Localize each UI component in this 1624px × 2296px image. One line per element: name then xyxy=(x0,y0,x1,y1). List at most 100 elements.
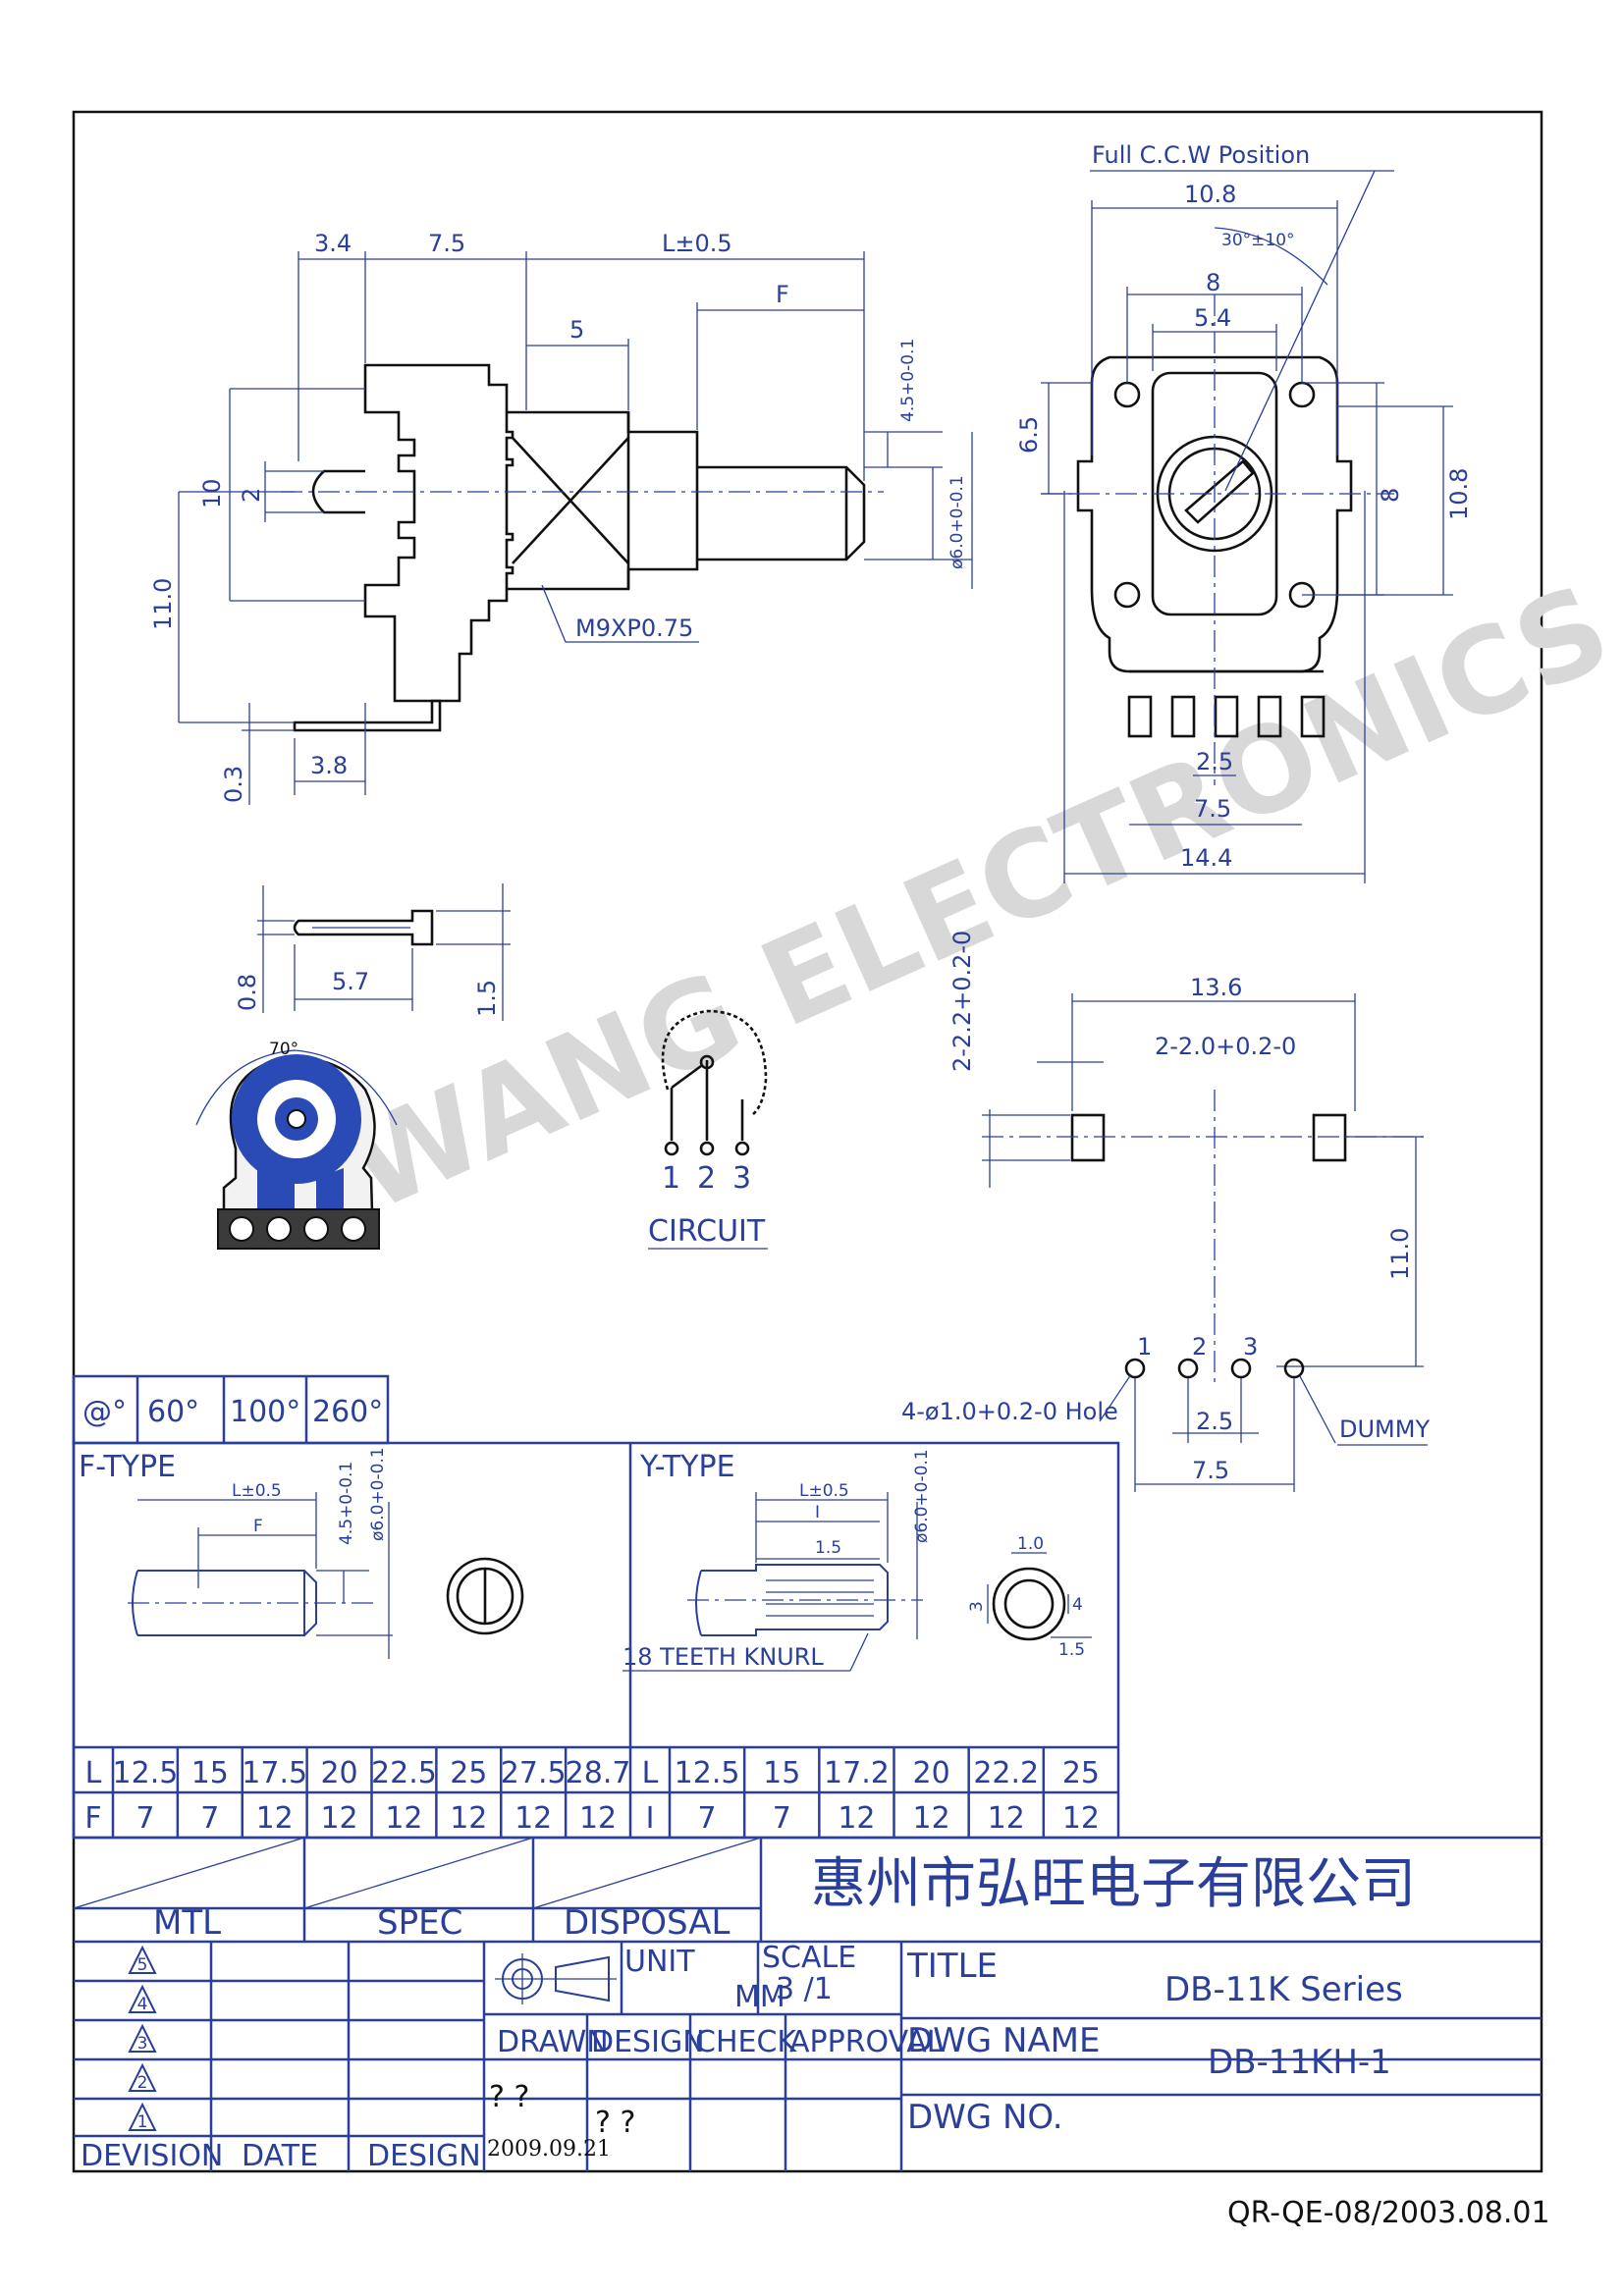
dim-2: 2 xyxy=(238,488,265,503)
f_type-row-cell: 12 xyxy=(514,1801,552,1836)
y_type-header-cell: 20 xyxy=(912,1756,949,1790)
date-label: DATE xyxy=(242,2139,318,2173)
dim-5-7: 5.7 xyxy=(332,968,369,995)
y_type-row-cell: 7 xyxy=(698,1801,717,1836)
y_type-header-cell: L xyxy=(642,1756,659,1790)
f_type-header-cell: 12.5 xyxy=(113,1756,179,1790)
company-name: 惠州市弘旺电子有限公司 xyxy=(811,1852,1416,1916)
dim-14-4: 14.4 xyxy=(1180,844,1232,872)
f_type-row-cell: 12 xyxy=(385,1801,422,1836)
y_type-row-cell: 12 xyxy=(838,1801,875,1836)
dim-angle: 30°±10° xyxy=(1221,231,1295,250)
f_type-header-cell: 28.7 xyxy=(566,1756,631,1790)
y_type-header-cell: 25 xyxy=(1062,1756,1100,1790)
f_type-header-cell: 20 xyxy=(320,1756,357,1790)
angle-table: @° 60° 100° 260° xyxy=(72,1374,390,1445)
dim-3-8: 3.8 xyxy=(310,752,348,779)
revision-number: 3 xyxy=(137,2034,148,2054)
revision-triangle xyxy=(128,2102,157,2131)
dim-2-2-0: 2-2.0+0.2-0 xyxy=(1155,1033,1296,1060)
dim-13-6: 13.6 xyxy=(1190,974,1242,1001)
resistor-element: 70° xyxy=(195,1040,398,1250)
f_type-row-cell: 12 xyxy=(320,1801,357,1836)
spec-label: SPEC xyxy=(377,1903,462,1943)
f-dim-l: L±0.5 xyxy=(232,1481,282,1501)
dim-7-5: 7.5 xyxy=(428,230,465,257)
dim-2-2-2: 2-2.2+0.2-0 xyxy=(948,931,976,1072)
circuit-pin-3: 3 xyxy=(732,1161,751,1196)
circuit-symbol: 1 2 3 CIRCUIT xyxy=(648,1009,768,1250)
f_type-header-cell: L xyxy=(85,1756,102,1790)
y_type-header-cell: 12.5 xyxy=(675,1756,740,1790)
f_type-row-cell: 7 xyxy=(200,1801,219,1836)
check-label: CHECK xyxy=(695,2025,797,2059)
f_type-header-cell: 15 xyxy=(191,1756,229,1790)
y-dim-1-5: 1.5 xyxy=(815,1538,841,1558)
y-dim-i: I xyxy=(815,1503,820,1522)
revision-number: 4 xyxy=(137,1995,148,2014)
hole-label: 4-ø1.0+0.2-0 Hole xyxy=(901,1398,1118,1425)
drawn-name: ? ? xyxy=(489,2080,529,2114)
footprint-pin-3: 3 xyxy=(1243,1333,1258,1361)
disposal-label: DISPOSAL xyxy=(564,1903,731,1943)
dim-0-3: 0.3 xyxy=(220,766,247,803)
revision-triangle xyxy=(128,2023,157,2053)
dwg-name-value: DB-11KH-1 xyxy=(1208,2043,1391,2082)
y-dim-l: L±0.5 xyxy=(799,1481,849,1501)
revision-number: 1 xyxy=(137,2112,148,2132)
y_type-header-cell: 15 xyxy=(763,1756,800,1790)
f_type-row-cell: 7 xyxy=(135,1801,154,1836)
y-type-label: Y-TYPE xyxy=(639,1450,735,1484)
element-angle: 70° xyxy=(269,1040,298,1059)
thread-label: M9XP0.75 xyxy=(575,614,693,642)
dim-4-5: 4.5+0-0.1 xyxy=(898,339,918,422)
y_type-row-cell: 12 xyxy=(1062,1801,1100,1836)
revision-triangle xyxy=(128,2062,157,2092)
circuit-pin-2: 2 xyxy=(697,1161,716,1196)
dim-5: 5 xyxy=(569,316,584,344)
unit-label: UNIT xyxy=(624,1945,695,1979)
dim-7-5-footprint: 7.5 xyxy=(1192,1457,1229,1484)
dim-6-5: 6.5 xyxy=(1015,416,1043,454)
dim-11-0: 11.0 xyxy=(149,578,177,630)
front-view: Full C.C.W Position 10.8 30°±10° 8 5.4 6… xyxy=(1015,141,1473,883)
y_type-row-cell: 7 xyxy=(773,1801,791,1836)
footprint-pin-2: 2 xyxy=(1192,1333,1207,1361)
angle-260: 260° xyxy=(312,1395,383,1429)
dim-10: 10 xyxy=(198,478,226,508)
y-dim-4: 4 xyxy=(1072,1595,1083,1615)
dwg-name-label: DWG NAME xyxy=(907,2021,1100,2060)
circuit-label: CIRCUIT xyxy=(648,1214,766,1249)
devision-label: DEVISION xyxy=(81,2139,223,2173)
approval-label: APPROVAL xyxy=(789,2025,944,2059)
y_type-row-cell: 12 xyxy=(912,1801,949,1836)
f_type-row-cell: 12 xyxy=(256,1801,294,1836)
revision-number: 2 xyxy=(137,2073,148,2093)
dim-8-top: 8 xyxy=(1206,269,1220,296)
y-dim-3: 3 xyxy=(967,1601,987,1612)
circuit-pin-1: 1 xyxy=(662,1161,680,1196)
terminal-detail: 0.8 5.7 1.5 xyxy=(234,883,511,1021)
f_type-header-cell: 25 xyxy=(450,1756,487,1790)
dim-11-0-footprint: 11.0 xyxy=(1386,1228,1414,1280)
side-view: 3.4 7.5 L±0.5 F 5 4.5+0-0.1 10 2 11.0 ø6… xyxy=(149,230,973,805)
drawn-date: 2009.09.21 xyxy=(487,2137,611,2162)
y-dim-phi: ø6.0+0-0.1 xyxy=(912,1449,932,1543)
y-dim-1-0: 1.0 xyxy=(1017,1534,1044,1554)
revision-triangle xyxy=(128,1984,157,2013)
revision-number: 5 xyxy=(137,1955,148,1975)
dim-8-right: 8 xyxy=(1377,488,1404,503)
title-block: 惠州市弘旺电子有限公司 MTL SPEC DISPOSAL UNIT SCALE… xyxy=(73,1836,1542,2173)
dwg-no-label: DWG NO. xyxy=(907,2098,1063,2137)
dummy-label: DUMMY xyxy=(1339,1415,1430,1443)
scale-value: 3 /1 xyxy=(776,1972,833,2006)
dim-l-0-5: L±0.5 xyxy=(662,230,732,257)
f_type-header-cell: 27.5 xyxy=(501,1756,567,1790)
f_type-row-cell: F xyxy=(84,1801,101,1836)
dim-2-5-footprint: 2.5 xyxy=(1196,1408,1233,1435)
dim-phi-6-0: ø6.0+0-0.1 xyxy=(947,475,967,569)
dim-3-4: 3.4 xyxy=(314,230,352,257)
footprint-pin-1: 1 xyxy=(1137,1333,1152,1361)
f-dim-4-5: 4.5+0-0.1 xyxy=(337,1462,356,1545)
